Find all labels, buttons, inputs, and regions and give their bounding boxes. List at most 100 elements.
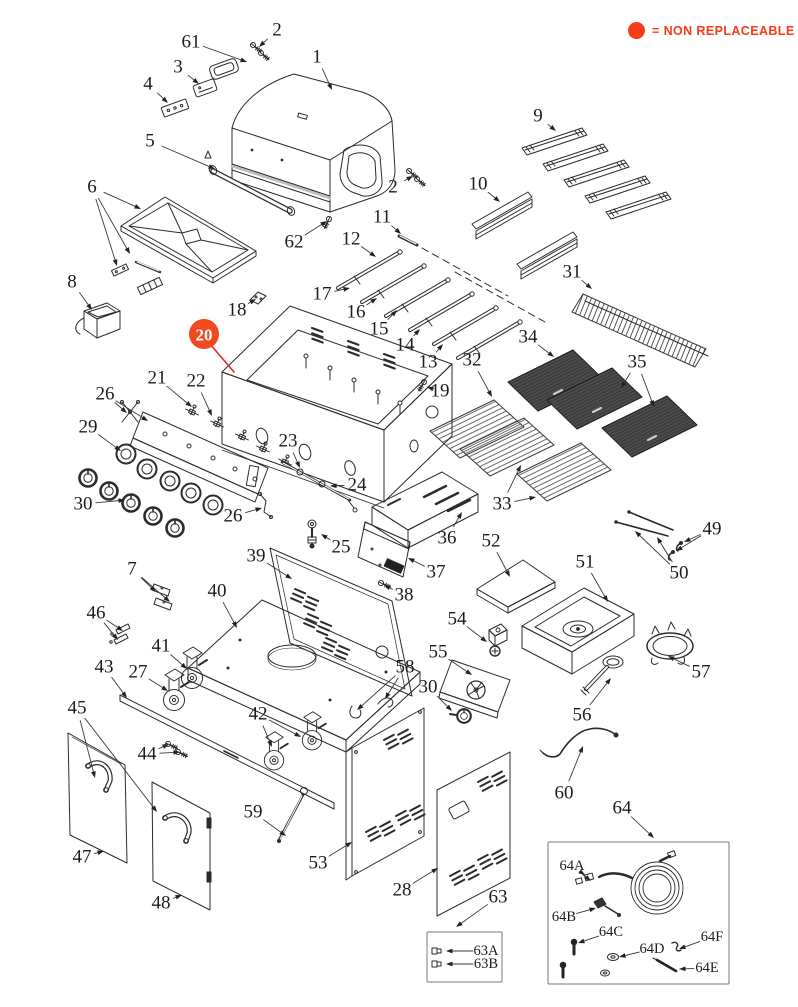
leader-line: [95, 498, 125, 504]
part-number: 44: [138, 744, 158, 765]
part-number: 35: [628, 352, 647, 373]
part-callout-28: 28: [393, 868, 438, 901]
part-number: 18: [228, 300, 247, 321]
brackets-46-drawing: [109, 623, 131, 645]
part-number: 9: [533, 106, 543, 127]
part-callout-64: 64: [613, 798, 654, 838]
part-number: 33: [493, 494, 512, 515]
leader-line: [576, 907, 596, 914]
caster-27-drawing: [162, 668, 190, 712]
leader-line: [106, 619, 123, 631]
part-number: 11: [373, 207, 391, 228]
leader-line: [408, 558, 425, 567]
leader-line: [412, 868, 438, 884]
leader-line: [507, 465, 521, 493]
part-number: 28: [393, 880, 412, 901]
leader-line: [330, 483, 345, 489]
part-number: 41: [152, 636, 171, 657]
part-callout-64B: 64B: [552, 907, 596, 925]
heat-shields-drawing: [471, 191, 578, 280]
rods-50-drawing: [614, 510, 674, 537]
leader-line: [269, 719, 301, 737]
part-callout-3: 3: [173, 57, 199, 84]
part-number: 19: [431, 381, 450, 402]
leader-line: [141, 577, 170, 602]
leader-line: [446, 948, 474, 954]
part-callout-64A: 64A: [560, 858, 591, 881]
leader-line: [79, 292, 92, 310]
part-callout-36: 36: [438, 512, 462, 549]
part-callout-6: 6: [87, 177, 141, 266]
part-number: 64B: [552, 909, 576, 925]
leader-line: [361, 246, 376, 257]
leader-line: [537, 344, 554, 357]
leader-line: [140, 577, 156, 592]
igniter-54-drawing: [488, 623, 508, 657]
part-number: 25: [332, 537, 351, 558]
part-callout-4: 4: [143, 74, 168, 103]
bolts-64c-drawing: [559, 938, 578, 979]
leader-line: [84, 717, 157, 812]
part-callout-19: 19: [427, 381, 450, 402]
part-number: 5: [145, 131, 155, 152]
manifold-drawing: [280, 460, 358, 513]
part-number: 14: [396, 335, 416, 356]
leader-line: [487, 191, 500, 202]
highlight-badge: [189, 319, 219, 349]
side-panel-left-drawing: [345, 707, 426, 881]
part-callout-53: 53: [309, 842, 352, 874]
part-number: 31: [563, 262, 582, 283]
electrodes-49-drawing: [667, 541, 683, 561]
leader-line: [619, 951, 640, 958]
part-number: 30: [419, 677, 438, 698]
bracket-3-drawing: [192, 78, 218, 98]
part-number: 52: [482, 531, 501, 552]
part-number: 12: [342, 229, 361, 250]
leader-line: [304, 221, 327, 236]
plate-4-drawing: [160, 98, 190, 118]
part-callout-13: 13: [419, 344, 443, 373]
part-number: 1: [312, 47, 322, 68]
part-number: 15: [370, 319, 389, 340]
hose-kit-inset-box: [547, 841, 730, 985]
leader-line: [111, 676, 127, 698]
part-callout-64E: 64E: [679, 960, 719, 976]
leader-line: [635, 531, 671, 565]
clip-64f-drawing: [671, 941, 682, 952]
leader-line: [679, 966, 695, 972]
regulator-64b-drawing: [593, 897, 621, 917]
part-callout-9: 9: [533, 106, 556, 131]
leader-line: [578, 869, 585, 875]
logo-badge-drawing: [209, 58, 239, 80]
non-replaceable-highlight-20: 20: [189, 319, 235, 373]
part-callout-18: 18: [228, 299, 256, 321]
part-callout-7: 7: [127, 559, 170, 602]
cross-rail-drawing: [119, 694, 335, 810]
part-callout-51: 51: [576, 552, 608, 602]
leader-line: [456, 904, 488, 927]
grease-cup-drawing: [75, 302, 121, 339]
part-number: 63B: [474, 956, 498, 972]
clips-58-drawing: [349, 697, 394, 719]
part-callout-8: 8: [67, 272, 92, 310]
part-callout-47: 47: [73, 847, 104, 868]
part-callout-39: 39: [247, 546, 292, 579]
part-callout-34: 34: [519, 327, 554, 357]
side-panel-right-drawing: [436, 751, 511, 917]
leader-line: [321, 534, 331, 541]
part-number: 32: [463, 350, 482, 371]
part-number: 3: [173, 57, 183, 78]
part-number: 21: [148, 368, 167, 389]
part-number: 2: [272, 20, 282, 41]
part-callout-27: 27: [129, 662, 168, 691]
part-number: 36: [438, 528, 457, 549]
pin-64e-drawing: [652, 957, 678, 973]
bracket-18-drawing: [249, 291, 267, 305]
burner-tubes-drawing: [336, 234, 546, 360]
leader-line: [446, 961, 474, 967]
leader-line: [266, 562, 292, 579]
part-callout-50: 50: [635, 531, 689, 584]
part-number: 58: [396, 657, 415, 678]
